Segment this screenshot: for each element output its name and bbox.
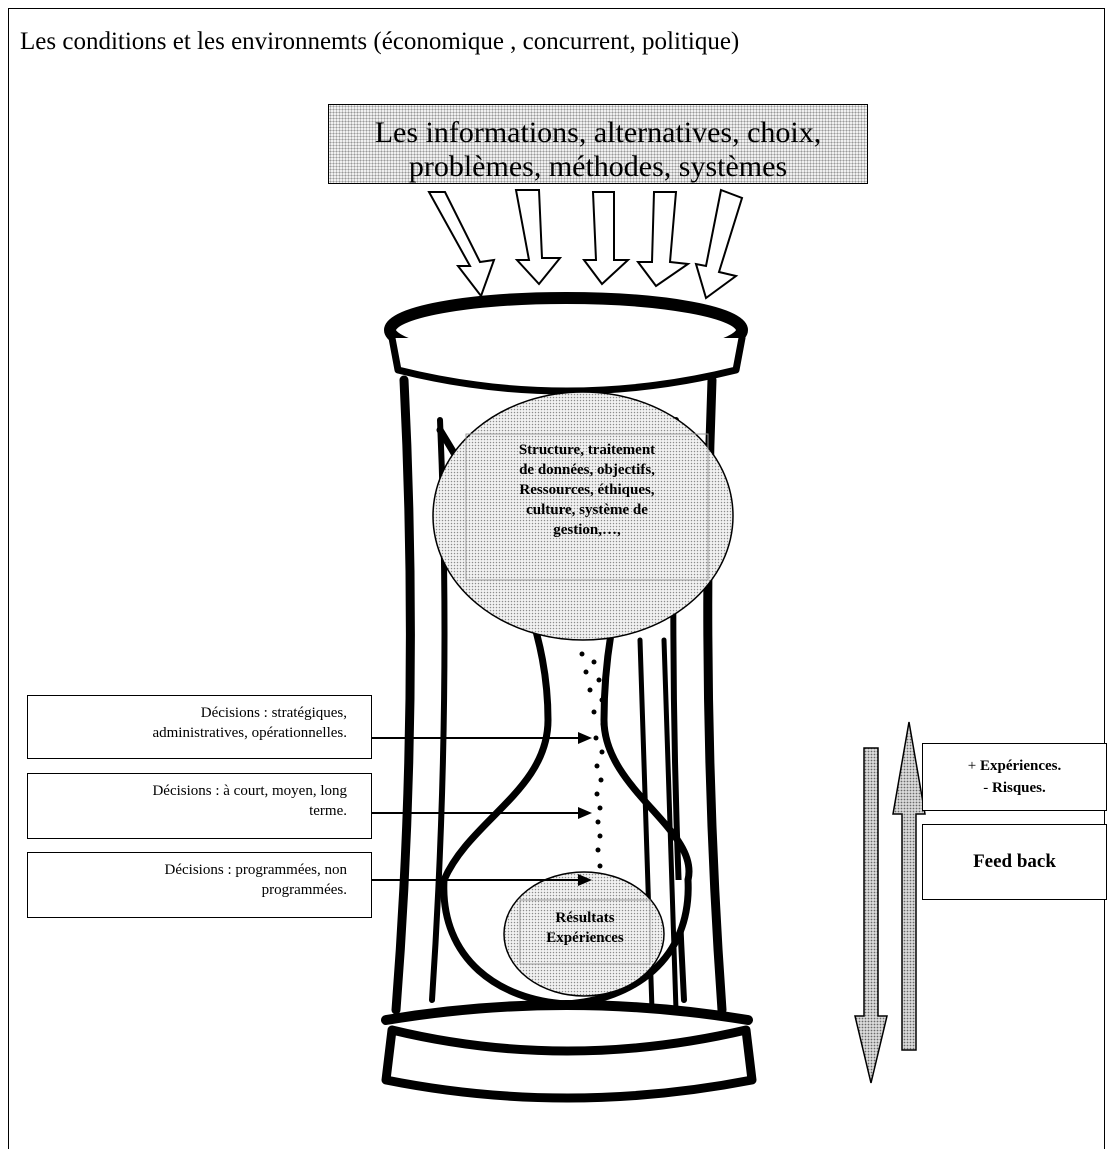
top-bulb-text: Structure, traitement de données, object… (466, 440, 708, 540)
top-bulb-line: culture, système de (526, 502, 648, 518)
feedback-label: Feed back (973, 851, 1056, 872)
experience-label: Expériences. (979, 758, 1062, 774)
risk-label: Risques. (991, 780, 1046, 796)
top-cap-side (388, 334, 746, 395)
decision-box-3-line: Décisions : programmées, non (164, 862, 347, 878)
top-bulb-inner-frame (465, 433, 709, 581)
decision-arrowhead-3 (578, 874, 592, 886)
bottom-bulb-text: Résultats Expériences (520, 908, 650, 948)
feedback-arrows (854, 721, 926, 1084)
decision-arrowhead-2 (578, 807, 592, 819)
inputs-line-2: problèmes, méthodes, systèmes (408, 150, 788, 183)
inputs-line-1: Les informations, alternatives, choix, (374, 116, 822, 149)
base-top (381, 1000, 753, 1025)
decision-box-2: Décisions : à court, moyen, long terme. (27, 773, 372, 839)
bottom-bulb-ellipse (503, 871, 665, 997)
down-arrow (854, 747, 888, 1084)
inputs-box: Les informations, alternatives, choix, p… (328, 104, 868, 184)
up-arrow (892, 721, 926, 1051)
left-pillar (391, 375, 415, 1015)
decision-arrowhead-1 (578, 732, 592, 744)
decision-box-2-line: Décisions : à court, moyen, long (152, 783, 347, 799)
decision-box-1-line: administratives, opérationnelles. (152, 725, 347, 741)
top-bulb-line: Structure, traitement (518, 442, 656, 458)
decision-box-1: Décisions : stratégiques, administrative… (27, 695, 372, 759)
top-bulb-line: gestion,…, (553, 522, 621, 538)
minus-sign: - (983, 780, 992, 796)
plus-sign: + (967, 758, 980, 774)
sand-stream (579, 651, 606, 885)
decision-arrows (371, 732, 592, 886)
input-arrow-4 (636, 191, 691, 288)
input-arrow-2 (514, 189, 563, 286)
diagram-frame (8, 8, 1105, 1149)
top-bulb-ellipse (432, 391, 734, 641)
base-plate (381, 1025, 757, 1103)
diagram-title: Les conditions et les environnemts (écon… (20, 28, 740, 55)
bottom-bulb-inner-frame (519, 899, 651, 965)
decision-box-3: Décisions : programmées, non programmées… (27, 852, 372, 918)
input-arrow-1 (427, 191, 496, 299)
input-arrow-5 (694, 188, 744, 300)
top-bulb-line: Ressources, éthiques, (519, 482, 655, 498)
input-arrows (427, 188, 744, 300)
experience-risk-box: + Expériences. - Risques. (922, 743, 1107, 811)
experience-line: + Expériences. (923, 755, 1106, 777)
input-arrow-3 (582, 191, 631, 286)
bottom-bulb-line: Résultats (555, 910, 615, 926)
decision-box-2-line: terme. (309, 803, 347, 819)
top-bulb-line: de données, objectifs, (519, 462, 655, 478)
feedback-box: Feed back (922, 824, 1107, 900)
bottom-bulb-line: Expériences (546, 930, 624, 946)
decision-box-3-line: programmées. (261, 882, 347, 898)
risk-line: - Risques. (923, 777, 1106, 799)
decision-box-1-line: Décisions : stratégiques, (200, 705, 347, 721)
